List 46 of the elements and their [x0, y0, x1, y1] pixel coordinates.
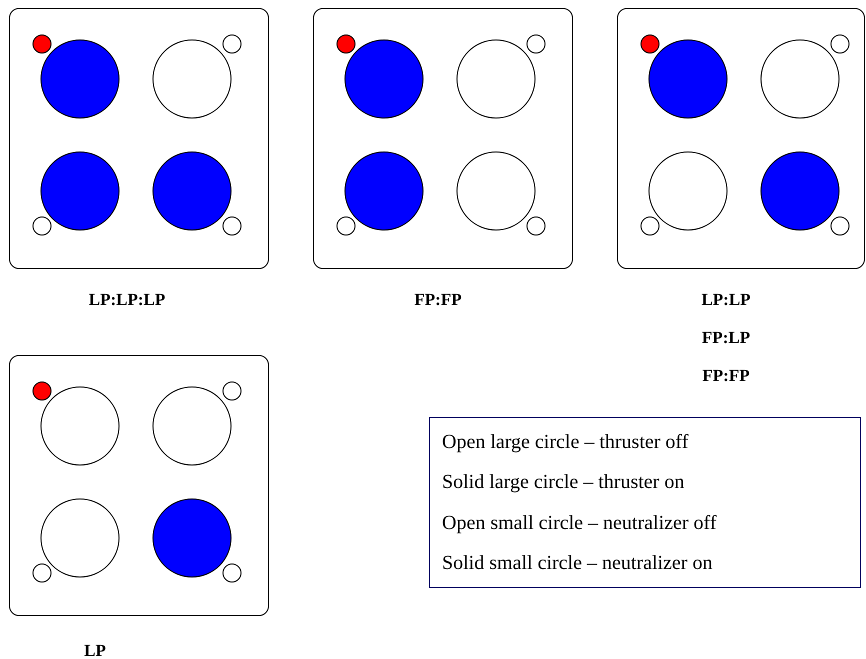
neutralizer-circle — [32, 563, 52, 583]
neutralizer-circle — [640, 216, 660, 236]
neutralizer-circle — [526, 34, 546, 54]
neutralizer-circle — [526, 216, 546, 236]
thruster-circle — [152, 39, 232, 119]
thruster-circle — [760, 39, 840, 119]
panel — [9, 355, 269, 616]
thruster-circle — [40, 498, 120, 578]
thruster-circle — [648, 151, 728, 231]
thruster-circle — [456, 39, 536, 119]
panel-label: FP:LP — [702, 328, 750, 348]
panel-label: FP:FP — [414, 290, 462, 310]
panel-label: LP:LP — [701, 290, 751, 310]
neutralizer-circle — [336, 216, 356, 236]
neutralizer-circle — [222, 381, 242, 401]
legend-text: Open small circle – neutralizer off — [442, 510, 717, 535]
thruster-circle — [344, 151, 424, 231]
neutralizer-circle — [222, 563, 242, 583]
neutralizer-circle — [222, 34, 242, 54]
thruster-circle — [40, 151, 120, 231]
neutralizer-circle — [32, 381, 52, 401]
legend-text: Solid small circle – neutralizer on — [442, 550, 712, 575]
thruster-circle — [40, 386, 120, 466]
panel — [313, 8, 573, 269]
thruster-circle — [152, 386, 232, 466]
thruster-circle — [40, 39, 120, 119]
panel — [617, 8, 865, 269]
neutralizer-circle — [32, 216, 52, 236]
thruster-circle — [456, 151, 536, 231]
panel-label: LP:LP:LP — [88, 290, 166, 310]
legend-text: Open large circle – thruster off — [442, 430, 688, 454]
legend-text: Solid large circle – thruster on — [442, 470, 684, 494]
neutralizer-circle — [830, 34, 850, 54]
panel-label: LP — [84, 641, 106, 659]
neutralizer-circle — [336, 34, 356, 54]
panel — [9, 8, 269, 269]
thruster-circle — [648, 39, 728, 119]
thruster-circle — [760, 151, 840, 231]
panel-label: FP:FP — [702, 366, 750, 386]
thruster-circle — [152, 151, 232, 231]
neutralizer-circle — [830, 216, 850, 236]
neutralizer-circle — [222, 216, 242, 236]
thruster-circle — [152, 498, 232, 578]
neutralizer-circle — [32, 34, 52, 54]
neutralizer-circle — [640, 34, 660, 54]
thruster-circle — [344, 39, 424, 119]
